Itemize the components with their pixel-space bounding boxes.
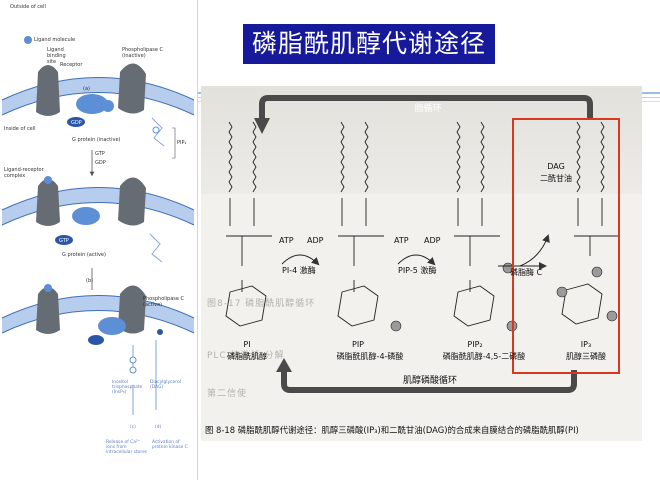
step-b-label: (b) — [86, 278, 94, 284]
reaction-arrow-1 — [281, 254, 320, 266]
g-protein-active-label: G protein (active) — [62, 252, 106, 258]
fatty-chain — [600, 121, 605, 193]
gtp-b — [55, 235, 73, 245]
phosphate-group — [556, 286, 568, 298]
figure-caption: 图 8-18 磷脂酰肌醇代谢途径：肌醇三磷酸(IP₃)和二酰甘油(DAG)的合成… — [205, 425, 579, 435]
step-d-label: (d) — [155, 425, 162, 430]
step-a-label: (a) — [83, 86, 90, 92]
outside-cell-label: Outside of cell — [10, 4, 46, 10]
pi-label: PI — [243, 340, 251, 349]
figure-background — [201, 86, 642, 194]
inositol-ring — [337, 285, 379, 327]
insp3-label: Inositol trisphosphate (InsP₃) — [112, 380, 143, 395]
ligand-receptor-complex-label: Ligand-receptor complex — [4, 167, 44, 179]
ligand-binding-site-label: Ligand binding site — [47, 47, 66, 65]
pip-label: PIP — [351, 340, 365, 349]
phosphate-group — [606, 310, 618, 322]
lipid-cycle-arrow — [259, 95, 593, 120]
signaling-figure-art — [1, 36, 195, 415]
pip2-cn-label: 磷脂酰肌醇-4,5-二磷酸 — [442, 352, 526, 361]
enzyme-pip5-kinase: PIP-5 激酶 — [398, 266, 437, 275]
gdp-label: GDP — [95, 160, 106, 166]
adp-label: ADP — [307, 236, 324, 245]
inositol-cycle-label: 肌醇磷酸循环 — [402, 376, 458, 386]
gdp-label: GDP — [71, 120, 82, 126]
enzyme-phospholipase-c: 磷脂酶 C — [510, 268, 543, 277]
inositol-cycle-arrow — [281, 370, 577, 393]
enzyme-pi4-kinase: PI-4 激酶 — [282, 266, 316, 275]
receptor-a — [36, 65, 60, 116]
reaction-arrow-3b — [519, 234, 550, 267]
receptor-c — [36, 287, 60, 334]
gtp-active-label: GTP — [59, 238, 69, 244]
highlight-box — [512, 118, 620, 374]
gtp-label: GTP — [95, 151, 105, 157]
pip-cn-label: 磷脂酰肌醇-4-磷酸 — [336, 352, 404, 361]
phospholipase-b — [118, 177, 146, 226]
background-text: 图8-17 磷脂酰肌醇循环 — [207, 299, 316, 309]
release-ca-label: Release of Ca²⁺ ions from intracellular … — [106, 440, 148, 455]
phospholipase-active-label: Phospholipase C (active) — [143, 296, 185, 308]
fatty-chain — [456, 121, 461, 193]
adp-label: ADP — [424, 236, 441, 245]
atp-label: ATP — [394, 236, 409, 245]
inositol-ring — [453, 285, 495, 327]
dag-cn-label: 二酰甘油 — [540, 174, 572, 183]
signaling-figure: Outside of cell Ligand molecule Ligand b… — [0, 0, 198, 480]
ligand-molecule-label: Ligand molecule — [34, 37, 76, 43]
receptor-label: Receptor — [60, 62, 83, 68]
pip2-label: PIP₂ — [467, 340, 483, 349]
lipid-cycle-label: 脂循环 — [414, 104, 442, 114]
phosphate-group — [390, 320, 402, 332]
atp-label: ATP — [279, 236, 294, 245]
g-protein-a — [76, 94, 108, 114]
g-protein-inactive-label: G protein (inactive) — [72, 137, 121, 143]
fatty-chain — [252, 121, 257, 193]
reaction-arrow-2 — [397, 254, 436, 266]
phosphate-group — [591, 266, 603, 278]
pip2-label: PIP₂ — [177, 140, 187, 146]
gdp-a — [67, 117, 85, 127]
fatty-chain — [364, 121, 369, 193]
ip3-label: IP₃ — [580, 340, 592, 349]
activation-pkc-label: Activation of protein kinase C — [152, 440, 188, 450]
phospholipase-c — [118, 285, 146, 334]
fatty-chain — [340, 121, 345, 193]
inside-cell-label: Inside of cell — [4, 126, 36, 132]
pi-cn-label: 磷脂酰肌醇 — [227, 352, 267, 361]
inositol-ring — [225, 285, 267, 327]
slide-title: 磷脂酰肌醇代谢途径 — [243, 24, 495, 64]
pathway-figure: 图8-17 磷脂酰肌醇循环 PLC 被激活 分解 第二信使 — [201, 86, 642, 441]
fatty-chain — [480, 121, 485, 193]
inositol-ring — [561, 283, 603, 325]
dag-label: DAG — [547, 162, 565, 171]
background-text: PLC 被激活 分解 — [207, 351, 285, 361]
phospholipase-inactive-label: Phospholipase C (inactive) — [122, 47, 164, 59]
step-c-label: (c) — [130, 425, 136, 430]
fatty-chain — [576, 121, 581, 193]
g-protein-b — [72, 207, 100, 225]
dag-label: Diacylglycerol (DAG) — [150, 380, 181, 390]
phospholipase-a — [118, 63, 146, 114]
background-text: 第二信使 — [207, 389, 248, 399]
fatty-chain — [228, 121, 233, 193]
receptor-b — [36, 179, 60, 226]
ip3-cn-label: 肌醇三磷酸 — [566, 352, 606, 361]
